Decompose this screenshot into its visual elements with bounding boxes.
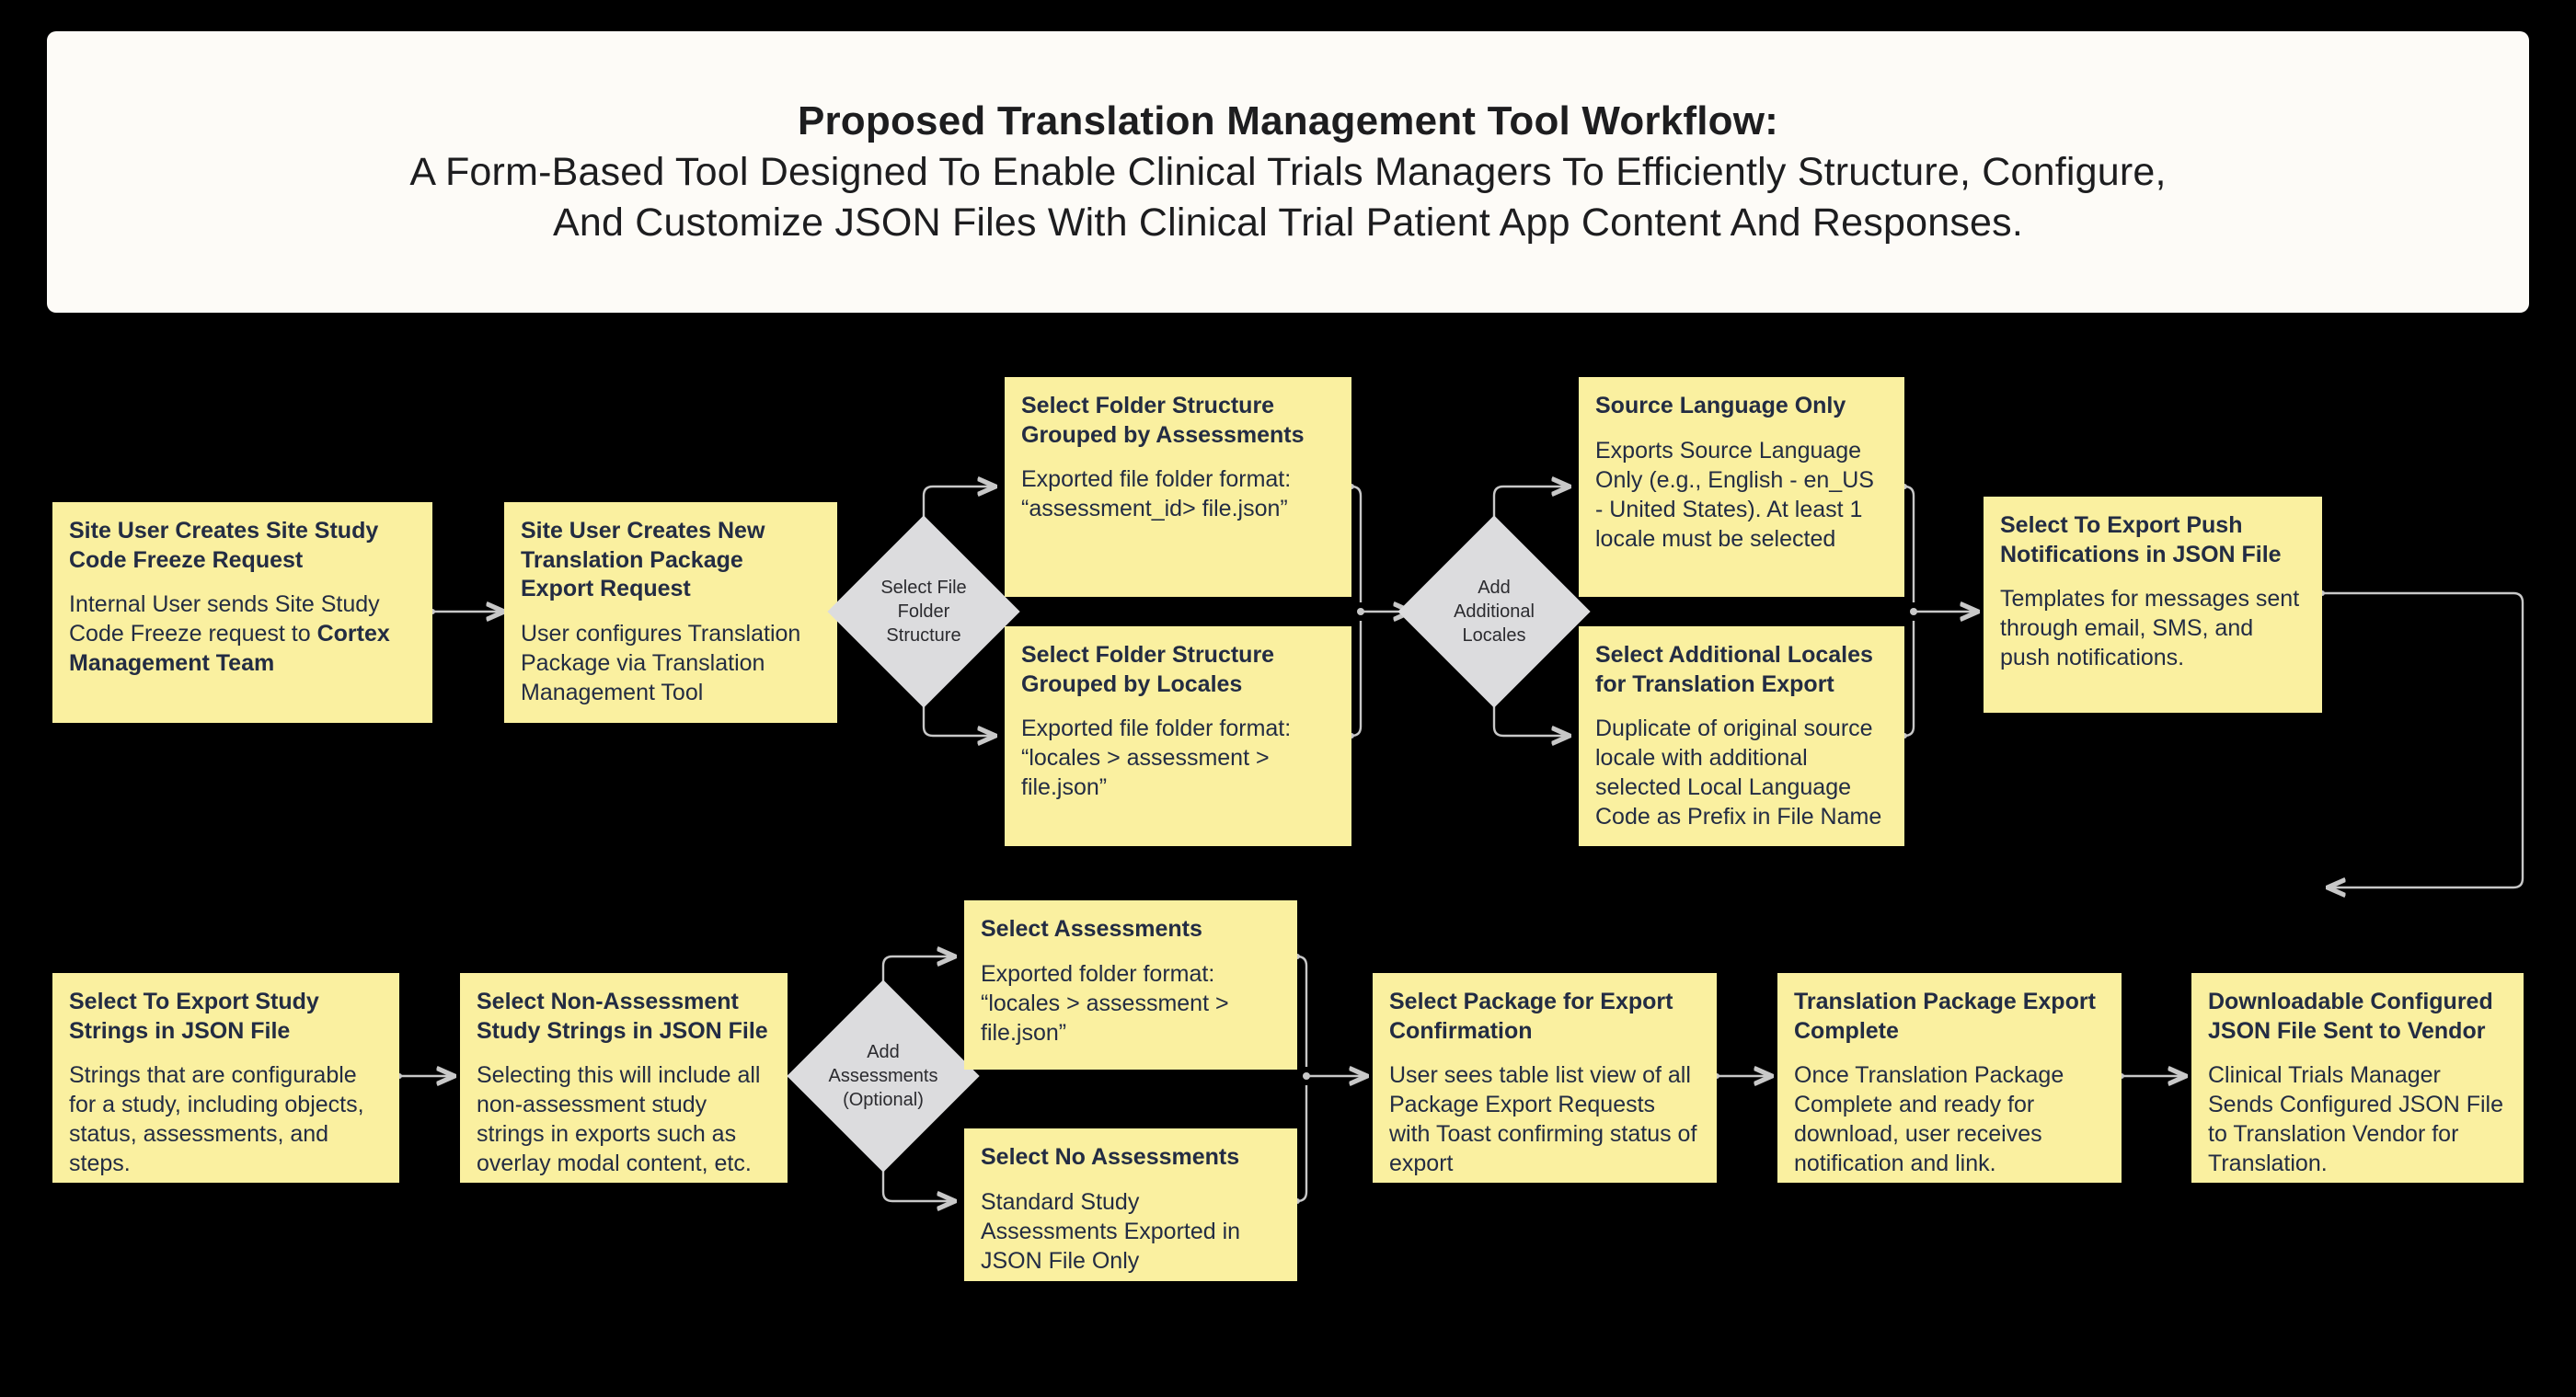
node-export-complete[interactable]: Translation Package Export Complete Once…: [1777, 973, 2122, 1183]
connector-junction: [1357, 608, 1364, 615]
node-body: Exported folder format: “locales > asses…: [981, 960, 1229, 1046]
node-sent-to-vendor[interactable]: Downloadable Configured JSON File Sent t…: [2191, 973, 2524, 1183]
node-grouped-by-assessments[interactable]: Select Folder Structure Grouped by Asses…: [1005, 377, 1351, 597]
node-title: Downloadable Configured JSON File Sent t…: [2208, 989, 2493, 1044]
title-line-3: And Customize JSON Files With Clinical T…: [553, 200, 2023, 245]
node-body: Exports Source Language Only (e.g., Engl…: [1595, 437, 1874, 552]
node-body: User sees table list view of all Package…: [1389, 1062, 1697, 1176]
node-body: Once Translation Package Complete and re…: [1794, 1062, 2064, 1176]
node-body: Clinical Trials Manager Sends Configured…: [2208, 1062, 2503, 1176]
node-site-code-freeze[interactable]: Site User Creates Site Study Code Freeze…: [52, 502, 432, 723]
connector-8b: [1903, 621, 1915, 738]
title-line-2: A Form-Based Tool Designed To Enable Cli…: [409, 149, 2167, 194]
node-title: Select Additional Locales for Translatio…: [1595, 642, 1873, 697]
connector-5a: [1351, 485, 1363, 602]
node-title: Select To Export Study Strings in JSON F…: [69, 989, 319, 1044]
decision-add-additional-locales[interactable]: Add Additional Locales: [1397, 515, 1591, 708]
node-source-language-only[interactable]: Source Language Only Exports Source Lang…: [1579, 377, 1904, 597]
node-title: Select No Assessments: [981, 1144, 1240, 1170]
node-title: Select Folder Structure Grouped by Local…: [1021, 642, 1275, 697]
node-select-assessments[interactable]: Select Assessments Exported folder forma…: [964, 900, 1297, 1070]
node-title: Site User Creates New Translation Packag…: [521, 518, 765, 601]
decision-add-assessments[interactable]: Add Assessments (Optional): [787, 979, 980, 1173]
node-title: Select Package for Export Confirmation: [1389, 989, 1673, 1044]
connector-junction: [1910, 608, 1917, 615]
connector-junction: [1303, 1072, 1310, 1080]
node-body: Exported file folder format: “assessment…: [1021, 466, 1292, 521]
node-body: User configures Translation Package via …: [521, 620, 801, 705]
title-line-1: Proposed Translation Management Tool Wor…: [797, 98, 1779, 144]
workflow-title-card: Proposed Translation Management Tool Wor…: [47, 31, 2529, 313]
node-title: Translation Package Export Complete: [1794, 989, 2096, 1044]
decision-label: Add Additional Locales: [1454, 578, 1535, 646]
node-select-no-assessments[interactable]: Select No Assessments Standard Study Ass…: [964, 1128, 1297, 1281]
connector-wraparound: [2322, 591, 2524, 887]
decision-select-file-folder-structure[interactable]: Select File Folder Structure: [827, 515, 1020, 708]
decision-label: Add Assessments (Optional): [828, 1042, 938, 1110]
node-package-export-confirmation[interactable]: Select Package for Export Confirmation U…: [1373, 973, 1717, 1183]
node-body: Duplicate of original source locale with…: [1595, 716, 1882, 830]
node-title: Select Folder Structure Grouped by Asses…: [1021, 393, 1305, 448]
node-title: Select Non-Assessment Study Strings in J…: [477, 989, 768, 1044]
node-body-emphasis: Cortex Management Team: [69, 621, 390, 676]
node-title: Source Language Only: [1595, 393, 1846, 418]
connector-8a: [1903, 485, 1915, 602]
connector-13a: [1296, 955, 1308, 1067]
node-title: Select To Export Push Notifications in J…: [2000, 512, 2282, 567]
node-title: Site User Creates Site Study Code Freeze…: [69, 518, 379, 573]
node-body: Internal User sends Site Study Code Free…: [69, 590, 416, 678]
connector-5b: [1351, 621, 1363, 738]
node-grouped-by-locales[interactable]: Select Folder Structure Grouped by Local…: [1005, 626, 1351, 846]
node-non-assessment-study-strings[interactable]: Select Non-Assessment Study Strings in J…: [460, 973, 788, 1183]
node-body: Standard Study Assessments Exported in J…: [981, 1188, 1241, 1274]
node-body: Exported file folder format: “locales > …: [1021, 716, 1292, 800]
node-title: Select Assessments: [981, 916, 1202, 942]
node-export-study-strings[interactable]: Select To Export Study Strings in JSON F…: [52, 973, 399, 1183]
connector-13b: [1296, 1085, 1308, 1203]
node-body-text: Internal User sends Site Study Code Free…: [69, 591, 380, 647]
decision-label: Select File Folder Structure: [880, 578, 967, 646]
node-new-translation-package[interactable]: Site User Creates New Translation Packag…: [504, 502, 837, 723]
node-body: Strings that are configurable for a stud…: [69, 1062, 364, 1176]
node-body: Selecting this will include all non-asse…: [477, 1062, 761, 1176]
node-body: Templates for messages sent through emai…: [2000, 586, 2300, 670]
node-export-push-notifications[interactable]: Select To Export Push Notifications in J…: [1984, 497, 2322, 713]
node-select-additional-locales[interactable]: Select Additional Locales for Translatio…: [1579, 626, 1904, 846]
